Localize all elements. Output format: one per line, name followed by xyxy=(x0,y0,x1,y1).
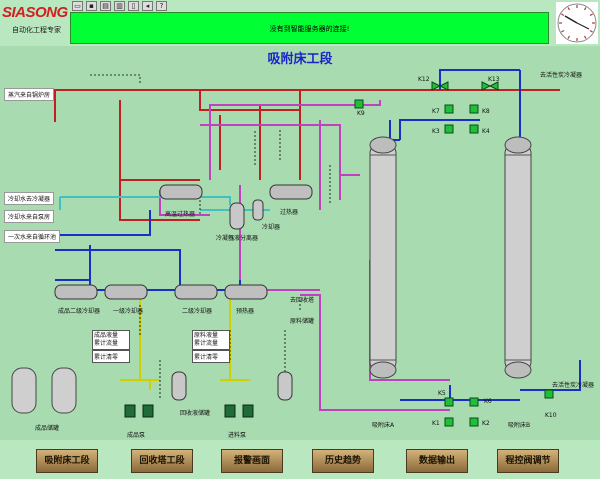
valve-label-k10: K10 xyxy=(545,412,557,419)
valve-label-k12: K12 xyxy=(418,76,430,83)
valve-label-k7: K7 xyxy=(432,108,440,115)
vent-label: 去回收塔 xyxy=(290,297,315,304)
nav-data-output[interactable]: 数据输出 xyxy=(406,449,468,473)
printer-icon[interactable]: ▥ xyxy=(114,1,125,11)
feed-pump-label: 进料泵 xyxy=(228,432,247,439)
valve-label-k4: K4 xyxy=(482,128,490,135)
to-condenser-top-label: 去活性炭冷凝器 xyxy=(540,72,583,79)
header-bar: SIASONG 自动化工程专家 ▭ ▪ ▤ ▥ ▯ ◂ ? 没有到智能服务器的连… xyxy=(0,0,600,46)
status-message: 没有到智能服务器的连接! xyxy=(269,25,350,33)
steam-pipe xyxy=(50,89,301,221)
nav-adsorption-bed[interactable]: 吸附床工段 xyxy=(36,449,98,473)
help-icon[interactable]: ? xyxy=(156,1,167,11)
process-pipe xyxy=(159,100,450,411)
process-diagram xyxy=(11,69,581,427)
cooler2-label: 二级冷却器 xyxy=(182,308,213,315)
separator-label: 气液分离器 xyxy=(228,235,259,242)
valve-label-k3: K3 xyxy=(432,128,440,135)
cooling-pipe xyxy=(389,69,581,401)
raw-flow-panel: 原料液量 累计流量 xyxy=(192,330,230,350)
preheater-label: 预热器 xyxy=(236,308,255,315)
product-accum-label: 累计流量 xyxy=(94,340,119,347)
valve-label-k1: K1 xyxy=(432,420,440,427)
brand-name: SIASONG xyxy=(2,4,68,21)
feed-tank-label: 原料储罐 xyxy=(290,318,315,325)
product-cooler-label: 成品二级冷却器 xyxy=(58,308,101,315)
nav-bar: 吸附床工段 回收塔工段 报警画面 历史趋势 数据输出 程控阀调节 xyxy=(0,440,600,479)
steam-supply-label: 蒸汽来自锅炉房 xyxy=(4,88,55,101)
superheater-label: 高温过热器 xyxy=(165,211,196,218)
toolbar: ▭ ▪ ▤ ▥ ▯ ◂ ? xyxy=(72,1,167,11)
product-flow-panel: 成品液量 累计流量 xyxy=(92,330,130,350)
adsorption-bed-b xyxy=(504,136,532,379)
nav-alarm[interactable]: 报警画面 xyxy=(221,449,283,473)
back-icon[interactable]: ◂ xyxy=(142,1,153,11)
primary-water-label: 一次水来自循环池 xyxy=(4,230,61,243)
adsorption-bed-a xyxy=(369,136,397,379)
page-icon[interactable]: ▯ xyxy=(128,1,139,11)
superheater2-label: 过热器 xyxy=(280,209,299,216)
cooler1-label: 一级冷却器 xyxy=(113,308,144,315)
print-icon[interactable]: ▤ xyxy=(100,1,111,11)
heat-exchanger xyxy=(54,184,313,300)
signal-lines xyxy=(90,74,331,400)
brand-tagline: 自动化工程专家 xyxy=(12,26,61,34)
valve-label-k8: K8 xyxy=(482,108,490,115)
control-valve-group[interactable] xyxy=(354,81,554,427)
product-pump-label: 成品泵 xyxy=(127,432,146,439)
nav-recovery-tower[interactable]: 回收塔工段 xyxy=(131,449,193,473)
valve-label-k6: K6 xyxy=(484,398,492,405)
nav-history-trend[interactable]: 历史趋势 xyxy=(312,449,374,473)
clock-icon xyxy=(556,2,598,44)
nav-valve-control[interactable]: 程控阀调节 xyxy=(497,449,559,473)
raw-accum-label: 累计流量 xyxy=(194,340,219,347)
company-logo: SIASONG 自动化工程专家 xyxy=(2,2,68,40)
product-flow-label: 成品液量 xyxy=(94,332,119,339)
recovered-tank-label: 回收液储罐 xyxy=(180,410,211,417)
valve-label-k2: K2 xyxy=(482,420,490,427)
cooling-in-label: 冷却水来自泵房 xyxy=(4,210,55,223)
folder-icon[interactable]: ▭ xyxy=(72,1,83,11)
product-tank-label: 成品储罐 xyxy=(35,425,60,432)
status-message-bar: 没有到智能服务器的连接! xyxy=(70,12,549,44)
save-icon[interactable]: ▪ xyxy=(86,1,97,11)
valve-label-k9: K9 xyxy=(357,110,365,117)
separator-vessel xyxy=(171,199,293,401)
cooling-return-label: 冷却水去冷凝器 xyxy=(4,192,55,205)
valve-label-k13: K13 xyxy=(488,76,500,83)
raw-flow-label: 原料液量 xyxy=(194,332,219,339)
clear-totalizer-button[interactable]: 累计清零 xyxy=(92,350,130,363)
clear-totalizer-button-2[interactable]: 累计清零 xyxy=(192,350,230,363)
bed-a-label: 吸附床A xyxy=(372,422,395,429)
storage-tank xyxy=(11,367,77,414)
cooling-water-pipe xyxy=(55,210,241,291)
pump xyxy=(124,404,254,418)
gas-cooler-label: 冷却器 xyxy=(262,224,281,231)
to-condenser-mid-label: 去活性炭冷凝器 xyxy=(552,382,595,389)
valve-label-k5: K5 xyxy=(438,390,446,397)
condensate-pot-label: 冷凝器 xyxy=(216,235,235,242)
page-title: 吸附床工段 xyxy=(267,52,333,67)
bed-b-label: 吸附床B xyxy=(508,422,531,429)
